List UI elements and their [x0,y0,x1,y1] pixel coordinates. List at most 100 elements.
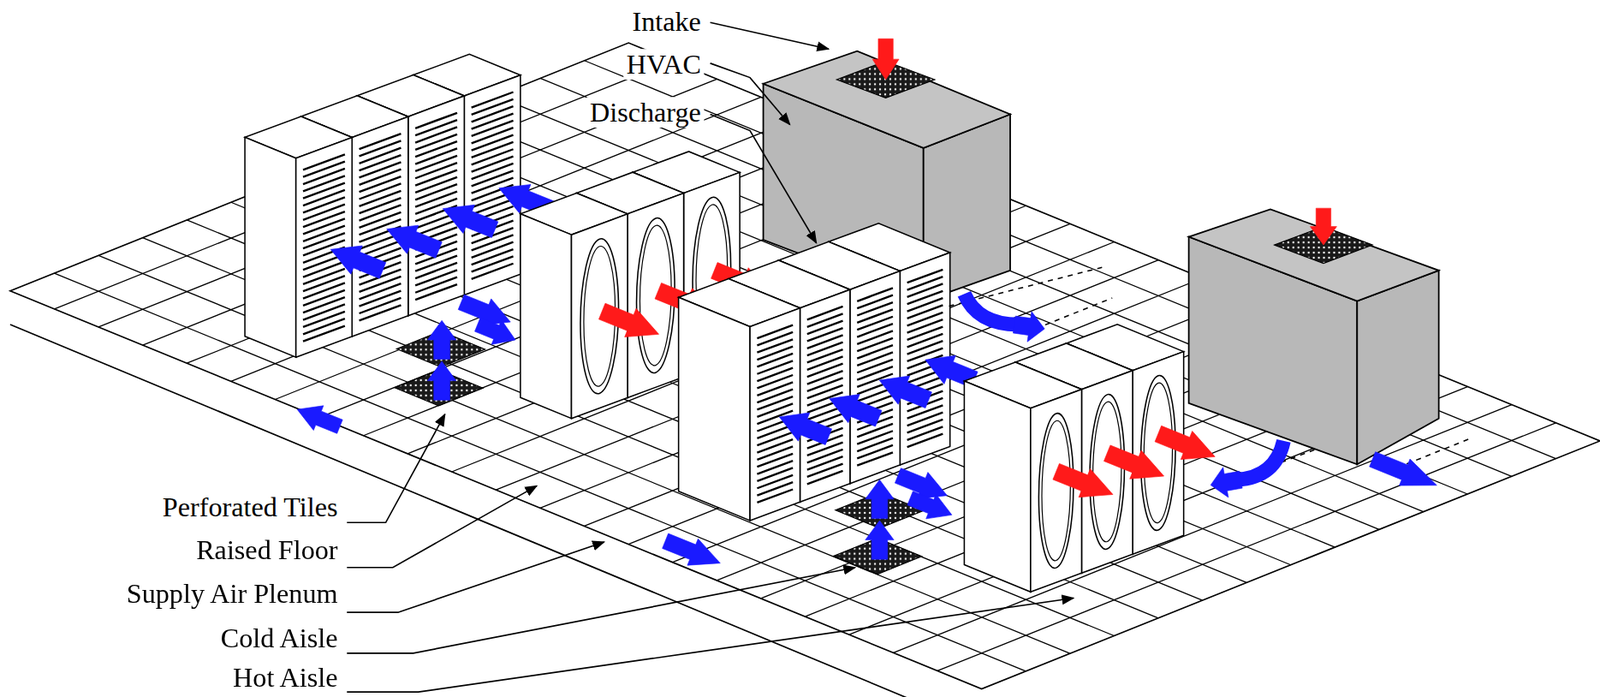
rack-louvre [359,169,402,185]
rack-louvre [807,321,844,334]
rack-louvre [359,204,402,221]
rack-louvre [471,92,514,108]
airflow-arrow [472,312,521,353]
rack-louvre [359,133,402,149]
rack-louvre [471,113,514,130]
rack-louvre [807,349,844,363]
rack-louvre [756,389,793,403]
rack-louvre [359,304,402,321]
rack-face [408,95,465,316]
airflow-arrow [596,297,666,349]
rack-louvre [303,196,345,213]
rack-louvre [471,234,514,250]
rack-louvre [856,302,893,316]
rack-louvre [756,396,793,410]
hvac-top [1189,208,1440,301]
rack-louvre [415,220,458,236]
rack-face [850,271,900,484]
rack-louvre [471,99,514,115]
rack-louvre [359,148,402,164]
rack-louvre [471,148,514,165]
rack-louvre [856,295,893,309]
rack-louvre [359,140,402,156]
rack-fan-panel [1041,415,1071,566]
rack-louvre [415,126,458,143]
rack-louvre [303,183,345,199]
airflow-arrow [1050,457,1119,509]
floor-grid-line [452,113,1424,512]
rack-louvre [756,381,793,395]
rack-louvre [303,154,345,170]
rack-louvre [415,262,458,279]
rack-louvre [471,106,514,122]
rack-louvre [471,249,514,265]
rack-louvre [471,170,514,186]
rack-louvre [303,226,345,242]
rack-louvre [303,268,345,285]
airflow-arrow [380,214,445,265]
rack-face [463,75,521,296]
rack-louvre [756,446,793,459]
rack-louvre [415,155,458,172]
rack-louvre [856,351,893,365]
rack-louvre [856,330,893,344]
rack-louvre [415,119,458,136]
rack-row [244,53,521,357]
rack-louvre [856,359,893,373]
rack-louvre [856,452,893,465]
rack-louvre [303,303,345,320]
rack-louvre [359,283,402,299]
airflow-arrow [427,361,456,400]
rack-louvre [807,449,844,463]
discharge-arrow [1011,309,1047,344]
rack-face [1030,389,1083,593]
leader-line [710,22,829,49]
rack-louvre [807,363,844,377]
rack-louvre [907,269,944,283]
rack-louvre [807,306,844,320]
rack-louvre [807,356,844,369]
rack-louvre [907,426,944,440]
rack-face [799,289,850,502]
airflow-arrow [874,365,935,414]
rack-louvre [907,434,944,447]
rack-fan-panel [1038,406,1074,574]
discharge-flow [963,293,1018,325]
leader-line [346,485,537,567]
callout-label: Intake [629,5,705,37]
rack-louvre [907,304,944,318]
rack-louvre [807,334,844,348]
rack-louvre [303,311,345,328]
rack-louvre [807,385,844,399]
callout-label: Discharge [586,96,704,128]
rack-louvre [359,190,402,207]
rack-louvre [415,162,458,179]
hvac-unit [1189,208,1440,464]
leader-line [710,113,817,243]
rack-louvre [303,168,345,185]
rack-louvre [807,456,844,470]
rack-louvre [415,255,458,272]
rack-louvre [303,290,345,306]
rack-louvre [415,148,458,164]
rack-louvre [807,313,844,327]
rack-louvre [907,297,944,311]
rack-louvre [471,242,514,258]
rack-louvre [856,366,893,380]
rack-fan-panel [1141,368,1177,536]
rack-louvre [907,312,944,326]
callout-label: Hot Aisle [229,662,341,694]
rack-louvre [907,291,944,304]
leader-line [346,597,1074,692]
rack-louvre [471,135,514,151]
plenum-opening [1035,297,1113,329]
rack-louvre [756,325,793,339]
rack-louvre [303,318,345,334]
rack-louvre [907,419,944,433]
rack-louvre [807,463,844,477]
rack-louvre [303,218,345,234]
rack-louvre [415,134,458,150]
rack-louvre [856,438,893,452]
intake-arrow [1309,208,1337,245]
